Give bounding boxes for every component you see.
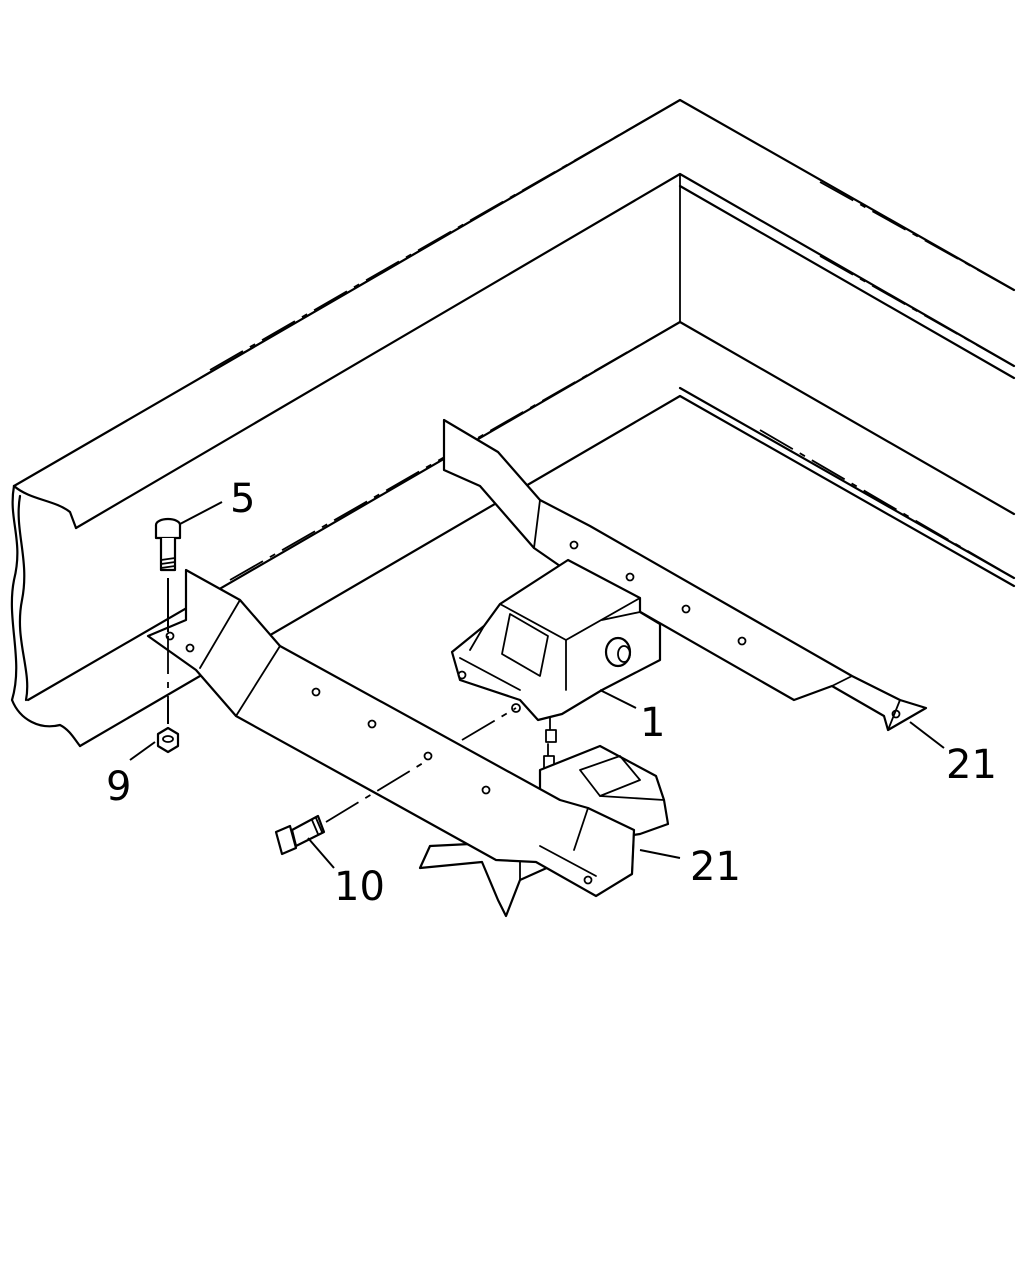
- bracket-rear: [442, 418, 928, 732]
- callout-10: 10: [334, 864, 385, 910]
- nut-9: [156, 700, 180, 754]
- align-line-winch: [461, 707, 517, 741]
- callout-5: 5: [230, 476, 255, 522]
- bolt-5: [154, 517, 182, 632]
- bolt-10: [274, 759, 429, 856]
- callout-1: 1: [640, 700, 665, 746]
- callout-21-right: 21: [946, 742, 997, 788]
- winch-assembly: [450, 558, 662, 785]
- leader-lines: [129, 501, 945, 869]
- callout-9: 9: [106, 764, 131, 810]
- frame-outline: [10, 98, 1016, 748]
- bracket-front: [146, 568, 636, 898]
- callout-21-lower: 21: [690, 844, 741, 890]
